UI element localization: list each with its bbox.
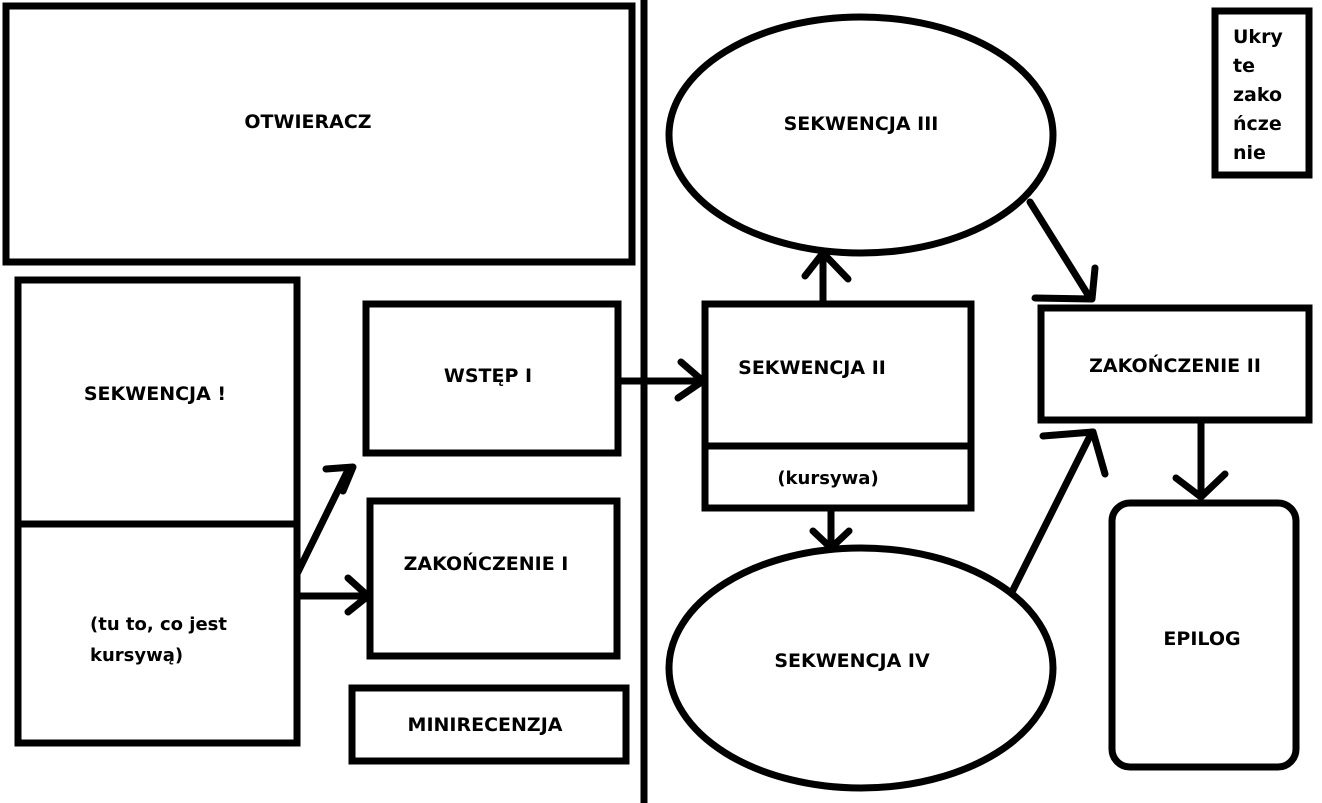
node-zakonczenie-1: ZAKOŃCZENIE I xyxy=(366,497,621,660)
node-ukryte-line1: Ukry xyxy=(1233,26,1283,48)
arrow-sekwencja4-to-zakonczenie2 xyxy=(1009,428,1109,594)
node-sekwencja-2-label: SEKWENCJA II xyxy=(738,357,886,379)
node-ukryte-line2: te xyxy=(1233,55,1255,77)
arrow-zakonczenie2-to-epilog xyxy=(1172,416,1229,501)
arrow-sekwencja3-to-zakonczenie2 xyxy=(1026,198,1099,303)
node-ukryte-line4: ńcze xyxy=(1233,113,1282,135)
arrow-sekwencja2-to-sekwencja4 xyxy=(809,504,853,552)
node-sekwencja-2: SEKWENCJA II (kursywa) xyxy=(701,300,975,512)
node-ukryte-zakonczenie: Ukry te zako ńcze nie xyxy=(1211,7,1313,179)
node-sekwencja-4: SEKWENCJA IV xyxy=(665,544,1057,792)
arrow-wstep1-to-sekwencja2 xyxy=(614,358,707,402)
node-wstep-1-label: WSTĘP I xyxy=(444,365,532,387)
node-wstep-1: WSTĘP I xyxy=(362,300,622,457)
node-minirecenzja: MINIRECENZJA xyxy=(348,684,630,765)
node-ukryte-line3: zako xyxy=(1233,84,1282,106)
node-sekwencja-1: SEKWENCJA ! (tu to, co jest kursywą) xyxy=(14,276,301,747)
node-zakonczenie-1-label: ZAKOŃCZENIE I xyxy=(404,552,569,575)
node-sekwencja-3: SEKWENCJA III xyxy=(665,13,1057,257)
arrow-sekwencja1-to-wstep1 xyxy=(293,463,357,578)
node-minirecenzja-label: MINIRECENZJA xyxy=(408,714,563,736)
arrow-sekwencja1-to-zakonczenie1 xyxy=(293,574,372,616)
node-epilog-label: EPILOG xyxy=(1163,628,1240,650)
node-zakonczenie-2: ZAKOŃCZENIE II xyxy=(1037,304,1313,424)
node-ukryte-line5: nie xyxy=(1233,142,1266,164)
arrow-sekwencja2-to-sekwencja3 xyxy=(801,249,852,308)
node-sekwencja-2-note: (kursywa) xyxy=(777,468,878,489)
node-epilog: EPILOG xyxy=(1108,499,1300,771)
node-sekwencja-3-label: SEKWENCJA III xyxy=(784,113,939,135)
node-sekwencja-1-note-line1: (tu to, co jest xyxy=(90,614,227,635)
node-otwieracz: OTWIERACZ xyxy=(2,2,636,266)
node-otwieracz-label: OTWIERACZ xyxy=(244,111,371,133)
node-zakonczenie-2-label: ZAKOŃCZENIE II xyxy=(1089,354,1261,377)
node-sekwencja-1-note-line2: kursywą) xyxy=(90,645,183,666)
node-sekwencja-1-label: SEKWENCJA ! xyxy=(84,383,226,405)
node-sekwencja-4-label: SEKWENCJA IV xyxy=(774,650,930,672)
